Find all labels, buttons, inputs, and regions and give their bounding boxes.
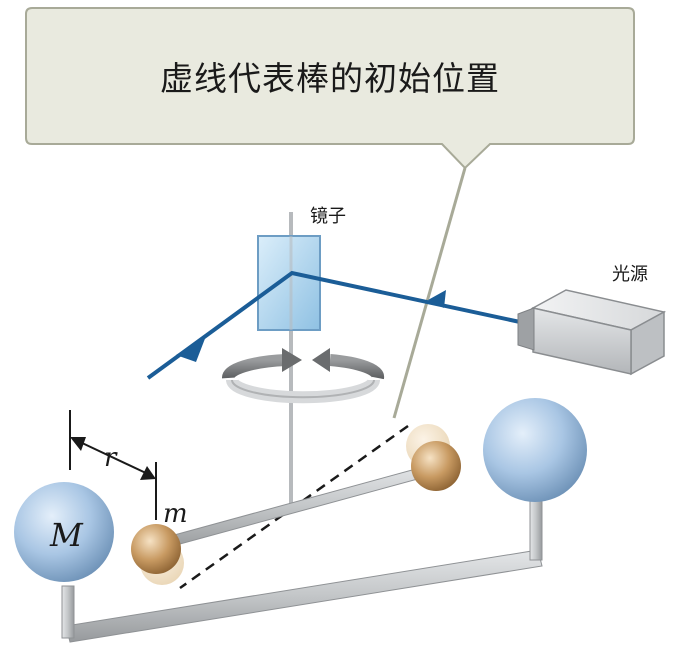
large-sphere-left xyxy=(14,482,114,582)
callout-pointer-line xyxy=(392,167,467,419)
distance-marker xyxy=(69,410,157,520)
light-source-label: 光源 xyxy=(612,264,648,285)
small-sphere-left xyxy=(131,524,181,574)
incoming-arrow-icon xyxy=(428,290,446,308)
rotation-arrow-icon xyxy=(222,348,385,404)
small-sphere-right xyxy=(411,441,461,491)
distance-label: r xyxy=(104,443,118,473)
large-sphere-right xyxy=(483,398,587,502)
light-source xyxy=(517,289,667,376)
large-mass-label: M xyxy=(49,516,84,554)
small-mass-label: m xyxy=(163,499,188,529)
mirror xyxy=(257,235,321,331)
light-beam xyxy=(146,270,521,380)
outgoing-arrow-icon xyxy=(176,336,206,362)
caption-text: 虚线代表棒的初始位置 xyxy=(160,59,500,98)
support-frame xyxy=(61,497,543,643)
mirror-label: 镜子 xyxy=(310,206,346,227)
caption-callout xyxy=(25,7,635,419)
torsion-rod xyxy=(155,463,437,551)
